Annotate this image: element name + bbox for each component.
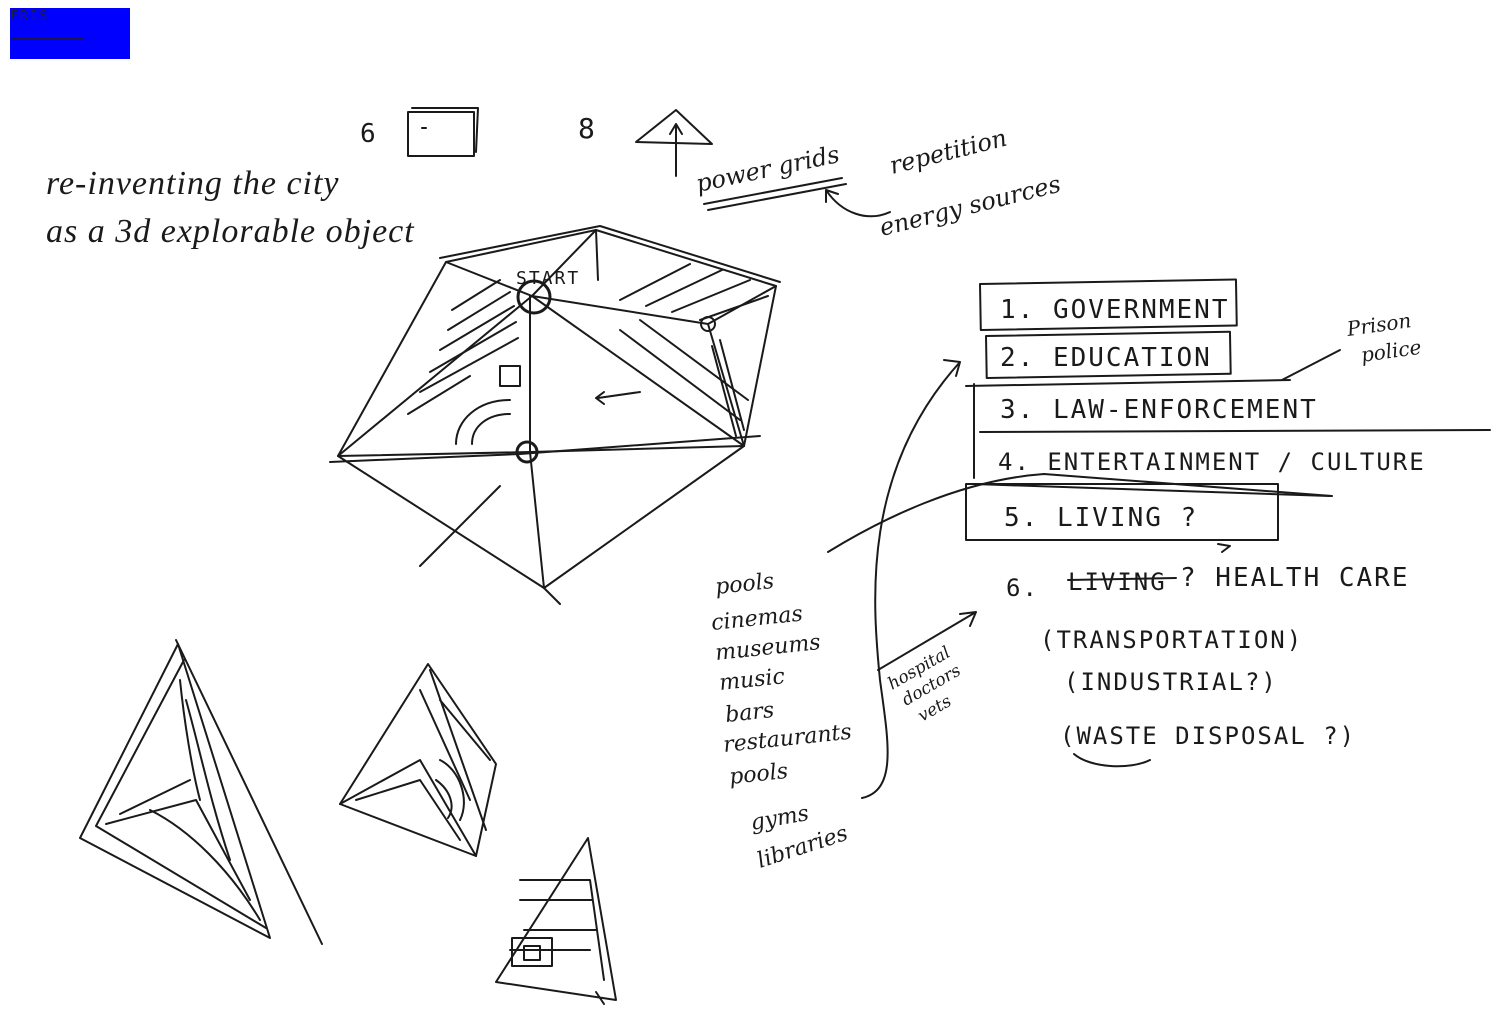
energy-sources-note: energy sources — [877, 170, 1064, 242]
category-entertainment-culture: 4. ENTERTAINMENT / CULTURE — [998, 448, 1426, 476]
list-item-music: music — [718, 664, 786, 696]
list-item-cinemas: cinemas — [710, 602, 804, 636]
police-note: police — [1359, 335, 1422, 367]
power-grids-arrow — [826, 190, 890, 216]
list-item-bars: bars — [724, 698, 775, 728]
repetition-note: repetition — [887, 124, 1010, 180]
list-item-pools-1: pools — [714, 569, 775, 600]
living-arrow-tip — [1218, 544, 1230, 552]
list-item-museums: museums — [714, 630, 822, 666]
list-item-pools-2: pools — [728, 759, 789, 790]
prison-leader-line — [1282, 350, 1340, 380]
category-living: 5. LIVING ? — [1004, 503, 1198, 533]
waste-disposal-underline — [1074, 754, 1150, 766]
item-6-number: 6. — [1006, 574, 1039, 602]
category-government: 1. GOVERNMENT — [1000, 295, 1230, 325]
start-label: START — [516, 268, 580, 289]
shape-count-8: 8 — [578, 112, 597, 145]
list-to-education-arrow — [862, 360, 960, 798]
triangle-shape-icon — [636, 110, 712, 176]
pyramid-sketch-middle — [340, 664, 496, 856]
shape-count-6: 6 — [360, 119, 378, 149]
pyramid-sketch-right — [496, 838, 616, 1004]
pyramid-sketch-left — [80, 640, 322, 944]
extra-waste-disposal: (WASTE DISPOSAL ?) — [1060, 722, 1356, 750]
item-6-health-care: ? HEALTH CARE — [1180, 563, 1410, 593]
list-item-gyms: gyms — [749, 801, 811, 836]
extra-industrial: (INDUSTRIAL?) — [1064, 668, 1278, 696]
extra-transportation: (TRANSPORTATION) — [1040, 626, 1303, 654]
item-6-struck-text: LIVING — [1068, 568, 1167, 596]
category-education: 2. EDUCATION — [1000, 343, 1212, 373]
square-shape-icon — [408, 108, 478, 156]
category-law-enforcement: 3. LAW-ENFORCEMENT — [1000, 395, 1318, 425]
